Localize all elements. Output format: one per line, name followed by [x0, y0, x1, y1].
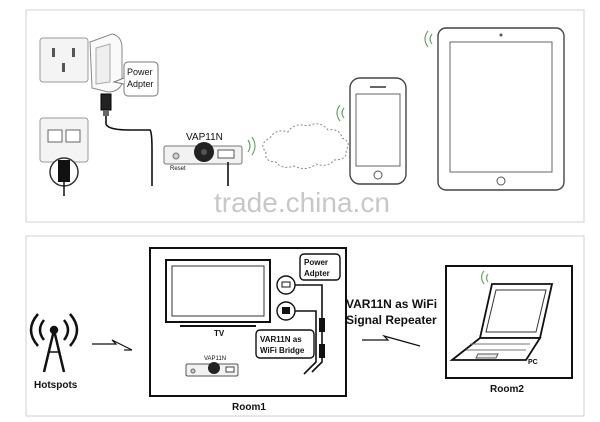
wifi-bridge-callout: VAR11N as WiFi Bridge — [255, 329, 315, 359]
power-adapter-label-line1: Power — [127, 67, 153, 77]
smartphone-icon — [349, 77, 407, 185]
repeater-label-line1: VAR11N as WiFi — [346, 297, 437, 311]
device-label: VAP11N — [204, 356, 226, 362]
repeater-label-line2: Signal Repeater — [346, 313, 437, 327]
power-adapter-callout: Power Adpter — [299, 253, 341, 281]
panel-bottom: Hotspots Room1 TV Power Adpter — [25, 235, 585, 417]
panel-top: Power Adpter VAP11N Reset — [25, 9, 585, 223]
bridge-label-line2: WiFi Bridge — [260, 346, 305, 355]
wifi-signal-icon — [480, 270, 489, 285]
cloud-icon — [262, 123, 349, 170]
ethernet-wall-port-icon — [39, 117, 89, 163]
hotspots-label: Hotspots — [34, 380, 78, 391]
tablet-icon — [437, 27, 565, 191]
power-adapter-callout: Power Adpter — [112, 61, 159, 97]
wall-outlet-icon — [39, 37, 89, 83]
wifi-signal-icon — [336, 104, 345, 122]
wireless-link-icon — [362, 334, 421, 347]
power-adapter-label-line1: Power — [304, 258, 328, 267]
wifi-signal-icon — [247, 136, 256, 156]
power-adapter-icon — [89, 33, 153, 186]
vap11n-device-icon — [185, 362, 239, 377]
room1-label: Room1 — [232, 402, 266, 413]
hotspot-tower-icon — [29, 313, 79, 373]
room2-label: Room2 — [490, 384, 524, 395]
pc-label: PC — [528, 359, 538, 366]
laptop-icon — [449, 283, 554, 361]
power-adapter-label-line2: Adpter — [127, 79, 154, 89]
ethernet-plug-icon — [49, 157, 79, 196]
power-adapter-label-line2: Adpter — [304, 269, 330, 278]
tv-icon — [165, 259, 271, 327]
wifi-signal-icon — [424, 30, 433, 48]
reset-label: Reset — [170, 166, 186, 172]
tv-label: TV — [214, 329, 225, 338]
vap11n-device-icon — [163, 142, 243, 165]
watermark: trade.china.cn — [214, 187, 390, 218]
ethernet-port-icon — [276, 301, 296, 321]
device-label: VAP11N — [186, 132, 223, 143]
wireless-link-icon — [92, 339, 133, 351]
bridge-label-line1: VAR11N as — [260, 335, 302, 344]
power-port-icon — [276, 275, 296, 295]
